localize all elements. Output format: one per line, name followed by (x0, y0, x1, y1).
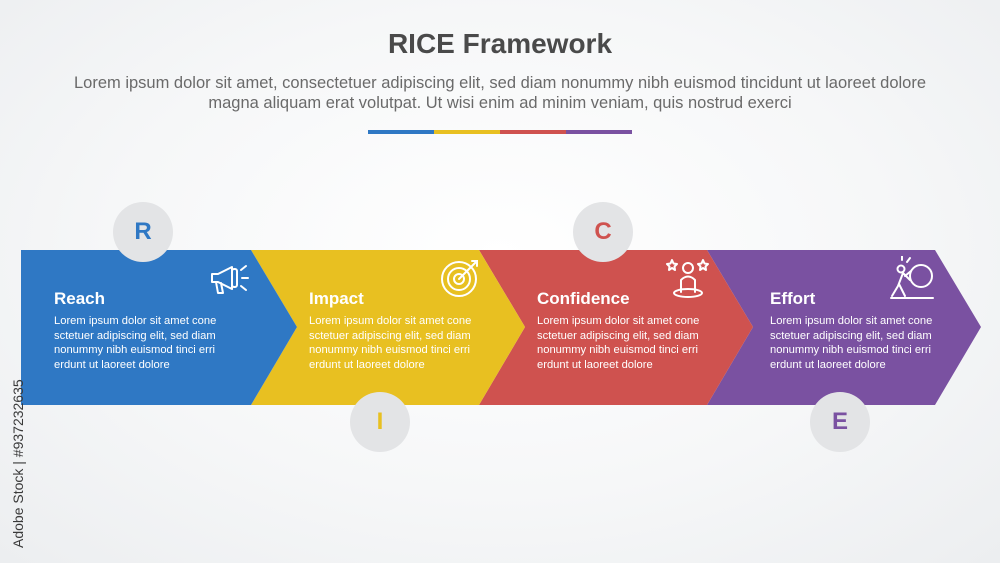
segment-desc-effort: Lorem ipsum dolor sit amet cone sctetuer… (770, 315, 933, 371)
letter-circle-c: C (573, 202, 633, 262)
segment-desc-confidence: Lorem ipsum dolor sit amet cone sctetuer… (537, 315, 700, 371)
segment-title-impact: Impact (309, 289, 364, 308)
page-subtitle: Lorem ipsum dolor sit amet, consectetuer… (73, 74, 927, 112)
letter-circle-r: R (113, 202, 173, 262)
target-icon (441, 260, 478, 297)
segment-title-confidence: Confidence (537, 289, 630, 308)
segment-title-reach: Reach (54, 289, 106, 308)
segment-desc-impact: Lorem ipsum dolor sit amet cone sctetuer… (309, 315, 472, 371)
person-stars-icon (666, 259, 709, 298)
arrow-segment-reach (21, 250, 297, 405)
page-title: RICE Framework (387, 28, 613, 59)
underline-red (500, 130, 566, 134)
megaphone-icon (211, 265, 249, 294)
segment-title-effort: Effort (770, 289, 816, 308)
pushing-boulder-icon (890, 256, 934, 299)
letter-circle-e: E (810, 392, 870, 452)
arrow-segment-effort (707, 250, 981, 405)
underline-blue (368, 130, 434, 134)
title-underline (368, 130, 632, 134)
underline-yellow (434, 130, 500, 134)
underline-purple (566, 130, 632, 134)
segment-desc-reach: Lorem ipsum dolor sit amet cone sctetuer… (54, 315, 217, 371)
letter-circle-i: I (350, 392, 410, 452)
stock-watermark-text: Adobe Stock | #937232635 (10, 379, 26, 548)
